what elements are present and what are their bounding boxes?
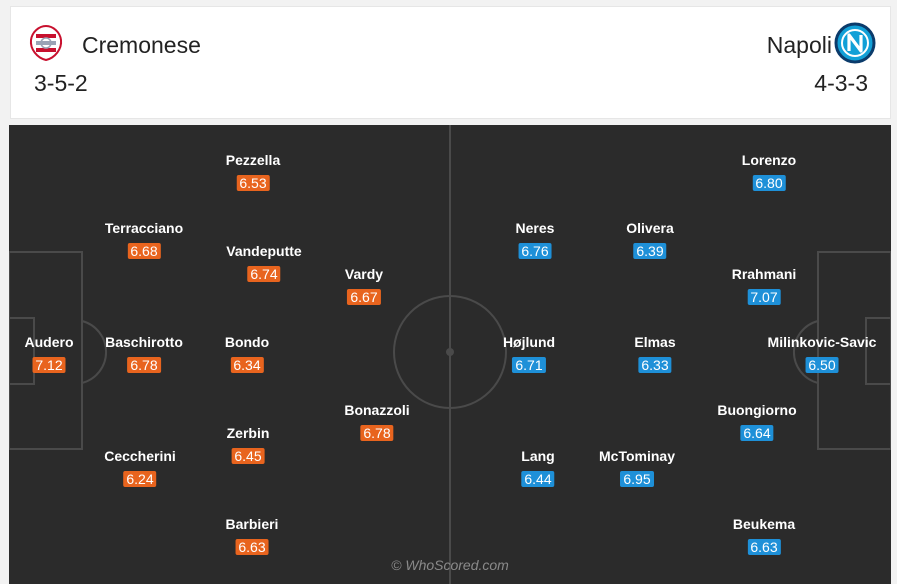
napoli-crest-icon bbox=[834, 22, 876, 64]
player-away-milinkovic-savic[interactable]: Milinkovic-Savic 6.50 bbox=[767, 334, 877, 373]
player-name: Bondo bbox=[224, 334, 270, 350]
player-name: Vardy bbox=[344, 266, 384, 282]
cremonese-crest-icon bbox=[29, 24, 63, 62]
player-rating: 7.07 bbox=[747, 289, 781, 305]
player-rating: 6.44 bbox=[521, 471, 555, 487]
player-away-rrahmani[interactable]: Rrahmani 7.07 bbox=[731, 266, 797, 305]
player-home-barbieri[interactable]: Barbieri 6.63 bbox=[225, 516, 279, 555]
player-rating: 6.67 bbox=[347, 289, 381, 305]
away-team-name[interactable]: Napoli bbox=[766, 32, 832, 58]
away-formation: 4-3-3 bbox=[814, 70, 868, 96]
player-rating: 6.24 bbox=[123, 471, 157, 487]
pitch-markings bbox=[9, 125, 891, 584]
player-rating: 6.78 bbox=[360, 425, 394, 441]
player-away-hojlund[interactable]: Højlund 6.71 bbox=[503, 334, 555, 373]
player-name: Bonazzoli bbox=[344, 402, 410, 418]
player-rating: 6.68 bbox=[127, 243, 161, 259]
player-name: Lorenzo bbox=[741, 152, 797, 168]
player-rating: 6.76 bbox=[518, 243, 552, 259]
player-name: Neres bbox=[515, 220, 555, 236]
player-name: Beukema bbox=[732, 516, 796, 532]
player-name: Vandeputte bbox=[226, 243, 302, 259]
player-rating: 6.71 bbox=[512, 357, 546, 373]
player-rating: 6.34 bbox=[230, 357, 264, 373]
player-home-bondo[interactable]: Bondo 6.34 bbox=[225, 334, 269, 373]
home-formation: 3-5-2 bbox=[34, 70, 88, 96]
player-away-lang[interactable]: Lang 6.44 bbox=[521, 448, 555, 487]
player-home-vardy[interactable]: Vardy 6.67 bbox=[345, 266, 383, 305]
player-rating: 6.53 bbox=[236, 175, 270, 191]
player-away-lorenzo[interactable]: Lorenzo 6.80 bbox=[742, 152, 796, 191]
player-away-mctominay[interactable]: McTominay 6.95 bbox=[599, 448, 675, 487]
player-name: Terracciano bbox=[104, 220, 184, 236]
player-away-neres[interactable]: Neres 6.76 bbox=[515, 220, 555, 259]
pitch: Audero 7.12 Terracciano 6.68 Baschirotto… bbox=[9, 125, 891, 584]
player-name: Rrahmani bbox=[731, 266, 797, 282]
player-home-audero[interactable]: Audero 7.12 bbox=[25, 334, 74, 373]
home-team-name[interactable]: Cremonese bbox=[82, 32, 201, 58]
player-name: Olivera bbox=[626, 220, 674, 236]
player-home-baschirotto[interactable]: Baschirotto 6.78 bbox=[105, 334, 183, 373]
watermark: © WhoScored.com bbox=[391, 557, 509, 573]
player-name: Audero bbox=[24, 334, 74, 350]
player-name: Barbieri bbox=[225, 516, 279, 532]
player-rating: 6.64 bbox=[740, 425, 774, 441]
player-rating: 6.80 bbox=[752, 175, 786, 191]
player-name: Milinkovic-Savic bbox=[767, 334, 877, 350]
player-name: McTominay bbox=[599, 448, 675, 464]
player-name: Højlund bbox=[502, 334, 556, 350]
match-header: Cremonese 3-5-2 Napoli 4-3-3 bbox=[10, 6, 891, 119]
player-rating: 6.95 bbox=[620, 471, 654, 487]
player-home-vandeputte[interactable]: Vandeputte 6.74 bbox=[226, 243, 302, 282]
player-rating: 6.45 bbox=[231, 448, 265, 464]
player-home-pezzella[interactable]: Pezzella 6.53 bbox=[226, 152, 280, 191]
player-rating: 6.63 bbox=[747, 539, 781, 555]
player-rating: 7.12 bbox=[32, 357, 66, 373]
player-rating: 6.33 bbox=[638, 357, 672, 373]
player-away-buongiorno[interactable]: Buongiorno 6.64 bbox=[717, 402, 797, 441]
player-away-elmas[interactable]: Elmas 6.33 bbox=[634, 334, 676, 373]
player-name: Baschirotto bbox=[105, 334, 183, 350]
player-rating: 6.63 bbox=[235, 539, 269, 555]
player-rating: 6.39 bbox=[633, 243, 667, 259]
player-rating: 6.74 bbox=[247, 266, 281, 282]
player-away-olivera[interactable]: Olivera 6.39 bbox=[626, 220, 674, 259]
player-home-bonazzoli[interactable]: Bonazzoli 6.78 bbox=[344, 402, 410, 441]
player-name: Lang bbox=[521, 448, 555, 464]
player-name: Elmas bbox=[634, 334, 676, 350]
player-name: Ceccherini bbox=[104, 448, 176, 464]
player-rating: 6.50 bbox=[805, 357, 839, 373]
player-away-beukema[interactable]: Beukema 6.63 bbox=[733, 516, 795, 555]
player-home-zerbin[interactable]: Zerbin 6.45 bbox=[226, 425, 270, 464]
player-name: Pezzella bbox=[225, 152, 281, 168]
player-name: Zerbin bbox=[226, 425, 270, 441]
player-rating: 6.78 bbox=[127, 357, 161, 373]
player-name: Buongiorno bbox=[717, 402, 797, 418]
player-home-terracciano[interactable]: Terracciano 6.68 bbox=[105, 220, 183, 259]
player-home-ceccherini[interactable]: Ceccherini 6.24 bbox=[104, 448, 176, 487]
